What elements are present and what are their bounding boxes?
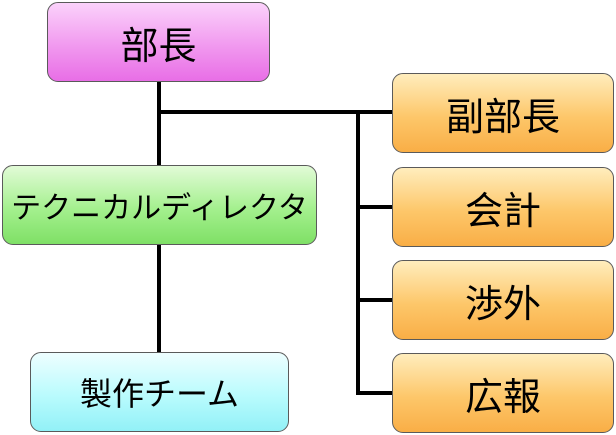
node-production-team: 製作チーム <box>30 352 289 432</box>
node-technical-director-label: テクニカルディレクタ <box>11 191 308 226</box>
node-accounting: 会計 <box>392 167 614 247</box>
node-external-relations-label: 渉外 <box>464 281 541 326</box>
node-head: 部長 <box>47 2 270 82</box>
node-technical-director: テクニカルディレクタ <box>2 165 317 245</box>
node-deputy-head: 副部長 <box>392 73 614 153</box>
node-public-relations: 広報 <box>392 353 614 433</box>
node-accounting-label: 会計 <box>464 188 541 233</box>
node-production-team-label: 製作チーム <box>79 375 240 413</box>
node-external-relations: 渉外 <box>392 260 614 340</box>
node-deputy-head-label: 副部長 <box>445 94 560 139</box>
node-head-label: 部長 <box>120 23 197 68</box>
node-public-relations-label: 広報 <box>464 374 541 419</box>
